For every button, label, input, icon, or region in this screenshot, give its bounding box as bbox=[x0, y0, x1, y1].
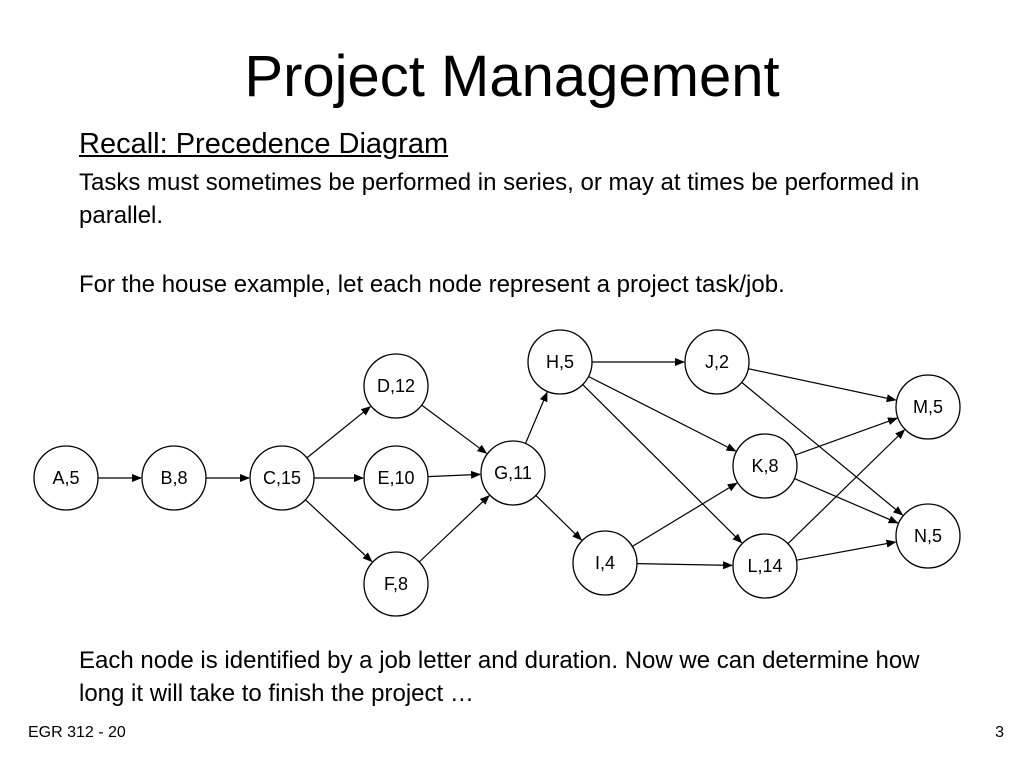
node-circle bbox=[363, 353, 429, 419]
edge-i-to-k bbox=[632, 482, 738, 547]
node-n: N,5 bbox=[895, 503, 961, 569]
nodes-layer: A,5 B,8 C,15 D,12E,10F,8 G,11 H,5I,4 J,2K,8L,1… bbox=[33, 329, 961, 617]
node-label: I,4 bbox=[595, 553, 615, 573]
edge-k-to-m bbox=[794, 417, 898, 456]
slide-title: Project Management bbox=[244, 44, 780, 109]
node-label: J,2 bbox=[705, 352, 729, 372]
node-label: E,10 bbox=[377, 468, 414, 488]
node-circle bbox=[527, 329, 593, 395]
edge-k-to-n bbox=[794, 478, 899, 524]
node-label: G,11 bbox=[494, 463, 532, 483]
node-label: F,8 bbox=[384, 574, 408, 594]
node-circle bbox=[363, 551, 429, 617]
node-circle bbox=[249, 445, 315, 511]
node-label: H,5 bbox=[546, 352, 574, 372]
edge-j-to-m bbox=[748, 368, 897, 403]
paragraph-node-explanation: Each node is identified by a job letter … bbox=[79, 647, 920, 707]
node-label: C,15 bbox=[263, 468, 301, 488]
edges-layer bbox=[98, 358, 906, 570]
node-label: B,8 bbox=[160, 468, 187, 488]
node-circle bbox=[895, 503, 961, 569]
node-circle bbox=[480, 440, 546, 506]
node-g: G,11 bbox=[480, 440, 546, 506]
node-label: D,12 bbox=[377, 376, 415, 396]
node-label: M,5 bbox=[913, 397, 943, 417]
slide-subtitle: Recall: Precedence Diagram bbox=[79, 128, 449, 160]
edge-h-to-k bbox=[588, 375, 737, 452]
node-h: H,5 bbox=[527, 329, 593, 395]
edge-e-to-g bbox=[427, 470, 481, 479]
node-k: K,8 bbox=[732, 433, 798, 499]
node-j: J,2 bbox=[684, 329, 750, 395]
edge-d-to-g bbox=[421, 404, 488, 454]
edge-c-to-d bbox=[306, 406, 372, 459]
edge-l-to-m bbox=[787, 429, 906, 545]
node-circle bbox=[363, 445, 429, 511]
node-f: F,8 bbox=[363, 551, 429, 617]
node-circle bbox=[684, 329, 750, 395]
node-e: E,10 bbox=[363, 445, 429, 511]
node-label: K,8 bbox=[751, 456, 778, 476]
node-m: M,5 bbox=[895, 374, 961, 440]
paragraph-series-parallel: Tasks must sometimes be performed in ser… bbox=[79, 169, 920, 229]
node-a: A,5 bbox=[33, 445, 99, 511]
node-b: B,8 bbox=[141, 445, 207, 511]
edge-j-to-n bbox=[741, 381, 904, 516]
edge-l-to-n bbox=[796, 539, 897, 561]
edge-g-to-i bbox=[535, 494, 583, 541]
node-c: C,15 bbox=[249, 445, 315, 511]
page-number: 3 bbox=[995, 724, 1004, 741]
node-circle bbox=[141, 445, 207, 511]
edge-f-to-g bbox=[418, 495, 490, 563]
node-label: N,5 bbox=[914, 526, 942, 546]
node-label: A,5 bbox=[52, 468, 79, 488]
node-circle bbox=[895, 374, 961, 440]
node-circle bbox=[572, 530, 638, 596]
node-circle bbox=[33, 445, 99, 511]
node-label: L,14 bbox=[747, 556, 782, 576]
paragraph-house-example: For the house example, let each node rep… bbox=[79, 271, 785, 298]
node-l: L,14 bbox=[732, 533, 798, 599]
edge-g-to-h bbox=[524, 391, 548, 444]
edge-c-to-f bbox=[304, 499, 373, 563]
node-circle bbox=[732, 433, 798, 499]
node-d: D,12 bbox=[363, 353, 429, 419]
edge-i-to-l bbox=[636, 561, 733, 570]
node-circle bbox=[732, 533, 798, 599]
node-i: I,4 bbox=[572, 530, 638, 596]
edge-h-to-l bbox=[582, 384, 743, 544]
footer-course-label: EGR 312 - 20 bbox=[28, 724, 126, 741]
